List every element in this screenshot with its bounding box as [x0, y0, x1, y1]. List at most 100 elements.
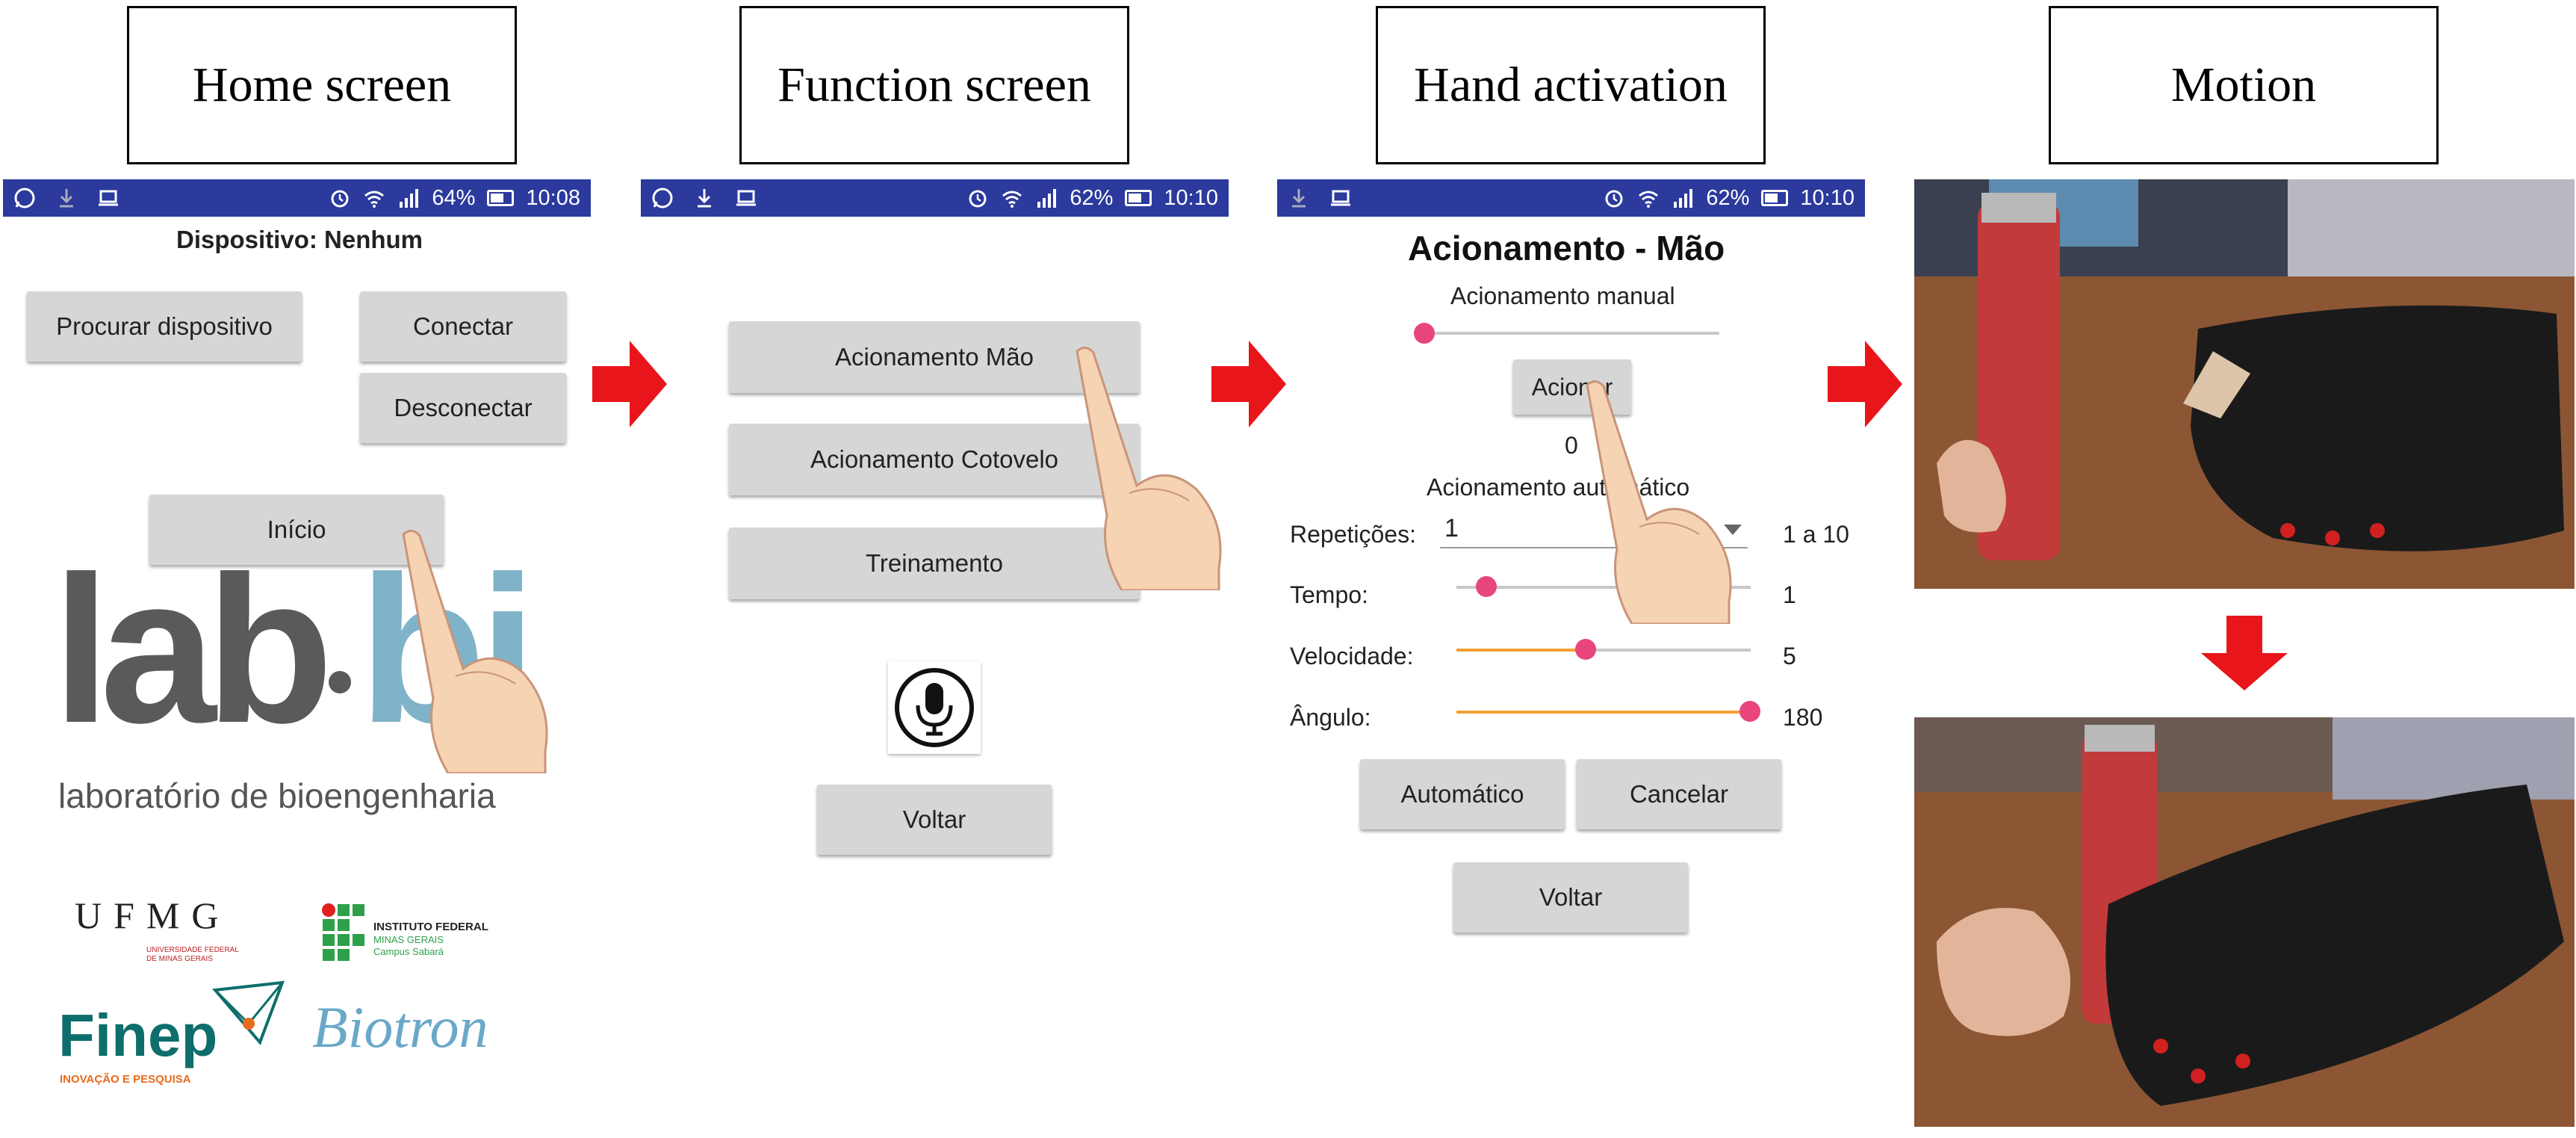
manual-value: 0 — [1565, 432, 1578, 459]
laptop-icon — [736, 190, 756, 206]
device-label: Dispositivo: Nenhum — [176, 226, 423, 253]
arrow-right-icon — [1211, 341, 1286, 427]
caption-hand: Hand activation — [1376, 6, 1766, 164]
wifi-icon — [1002, 191, 1022, 208]
motion-photo-before — [1914, 179, 2575, 589]
caption-function: Function screen — [739, 6, 1129, 164]
caption-hand-text: Hand activation — [1414, 58, 1728, 112]
start-button[interactable]: Início — [149, 495, 444, 565]
if-line3: Campus Sabará — [373, 946, 444, 957]
if-logo: INSTITUTO FEDERAL MINAS GERAIS Campus Sa… — [321, 903, 500, 962]
battery-percent: 62% — [1070, 185, 1114, 210]
download-icon — [698, 189, 711, 208]
if-line1: INSTITUTO FEDERAL — [373, 921, 488, 933]
search-device-button[interactable]: Procurar dispositivo — [27, 291, 302, 362]
signal-icon — [400, 189, 419, 208]
ufmg-text: UFMG — [75, 894, 231, 936]
clock: 10:10 — [1800, 185, 1855, 210]
speed-slider-track[interactable] — [1456, 649, 1751, 652]
arrow-right-icon — [592, 341, 667, 427]
repetitions-value: 1 — [1444, 514, 1459, 542]
automatic-button[interactable]: Automático — [1360, 759, 1565, 829]
chevron-down-icon — [1724, 525, 1742, 535]
manual-slider-track[interactable] — [1424, 332, 1719, 335]
hand-activation-button[interactable]: Acionamento Mão — [729, 321, 1140, 393]
battery-percent: 62% — [1706, 185, 1750, 210]
manual-activation-label: Acionamento manual — [1450, 282, 1675, 309]
signal-icon — [1037, 189, 1057, 208]
angle-value: 180 — [1783, 704, 1823, 731]
arrow-right-icon — [1828, 341, 1902, 427]
logo-lab-text: lab — [52, 534, 334, 767]
wifi-icon — [1639, 191, 1659, 208]
caption-motion-text: Motion — [2170, 58, 2317, 112]
disconnect-button[interactable]: Desconectar — [360, 373, 566, 443]
time-value: 1 — [1783, 581, 1796, 608]
caption-motion: Motion — [2049, 6, 2439, 164]
caption-home: Home screen — [127, 6, 517, 164]
finep-text: Finep — [58, 1002, 218, 1069]
cancel-button[interactable]: Cancelar — [1577, 759, 1781, 829]
if-grid-icon — [322, 903, 364, 961]
pointing-hand-icon — [1076, 347, 1222, 590]
manual-slider-thumb[interactable] — [1414, 323, 1435, 344]
angle-label: Ângulo: — [1290, 704, 1371, 731]
alarm-icon — [331, 190, 349, 208]
laptop-icon — [99, 190, 118, 206]
ufmg-subtitle: UNIVERSIDADE FEDERAL DE MINAS GERAIS — [146, 946, 239, 963]
status-bar-hand: 62% 10:10 — [1277, 179, 1865, 217]
caption-home-text: Home screen — [192, 58, 452, 112]
signal-icon — [1674, 189, 1693, 208]
clock: 10:10 — [1164, 185, 1218, 210]
back-button-function[interactable]: Voltar — [817, 785, 1052, 855]
time-label: Tempo: — [1290, 581, 1368, 608]
arrow-down-icon — [2201, 616, 2288, 690]
wifi-icon — [364, 191, 385, 208]
status-bar-home: 64% 10:08 — [3, 179, 591, 217]
battery-icon — [1761, 190, 1789, 206]
logo-subtitle: laboratório de bioengenharia — [58, 776, 496, 815]
back-button-hand[interactable]: Voltar — [1453, 862, 1688, 933]
repetitions-range: 1 a 10 — [1783, 521, 1849, 548]
speed-label: Velocidade: — [1290, 643, 1414, 669]
angle-slider-thumb[interactable] — [1739, 701, 1760, 722]
finep-subtitle: INOVAÇÃO E PESQUISA — [60, 1073, 191, 1086]
connect-button[interactable]: Conectar — [360, 291, 566, 362]
logo-dot — [329, 671, 351, 693]
alarm-icon — [1605, 190, 1623, 208]
battery-icon — [487, 190, 515, 206]
finep-triangle-icon — [212, 980, 285, 1045]
download-icon — [1292, 189, 1306, 208]
biotron-logo: Biotron — [312, 995, 488, 1060]
ufmg-logo: UFMG UNIVERSIDADE FEDERAL DE MINAS GERAI… — [75, 894, 254, 976]
whatsapp-icon — [652, 188, 673, 208]
download-icon — [60, 189, 73, 208]
caption-function-text: Function screen — [778, 58, 1091, 112]
speed-value: 5 — [1783, 643, 1796, 669]
status-bar-function: 62% 10:10 — [641, 179, 1229, 217]
clock: 10:08 — [526, 185, 580, 210]
laptop-icon — [1331, 190, 1350, 206]
hand-activation-title: Acionamento - Mão — [1408, 229, 1725, 268]
motion-photo-after — [1914, 717, 2575, 1127]
repetitions-label: Repetições: — [1290, 521, 1416, 548]
if-line2: MINAS GERAIS — [373, 934, 444, 945]
angle-slider-fill[interactable] — [1456, 711, 1751, 714]
speed-slider-thumb[interactable] — [1575, 639, 1596, 660]
time-slider-thumb[interactable] — [1476, 576, 1497, 597]
microphone-icon — [895, 668, 974, 747]
automatic-activation-label: Acionamento automático — [1427, 474, 1690, 501]
battery-icon — [1125, 190, 1152, 206]
battery-percent: 64% — [432, 185, 476, 210]
pointing-hand-icon — [402, 530, 548, 773]
training-button[interactable]: Treinamento — [729, 528, 1140, 599]
finep-logo: Finep INOVAÇÃO E PESQUISA — [58, 979, 297, 1091]
photo-before-illustration — [1914, 179, 2575, 589]
repetitions-select[interactable]: 1 — [1440, 514, 1748, 548]
speed-slider-fill — [1456, 649, 1585, 652]
microphone-button[interactable] — [888, 661, 981, 754]
time-slider-track[interactable] — [1456, 586, 1751, 589]
elbow-activation-button[interactable]: Acionamento Cotovelo — [729, 424, 1140, 495]
alarm-icon — [969, 190, 987, 208]
whatsapp-icon — [14, 188, 35, 208]
